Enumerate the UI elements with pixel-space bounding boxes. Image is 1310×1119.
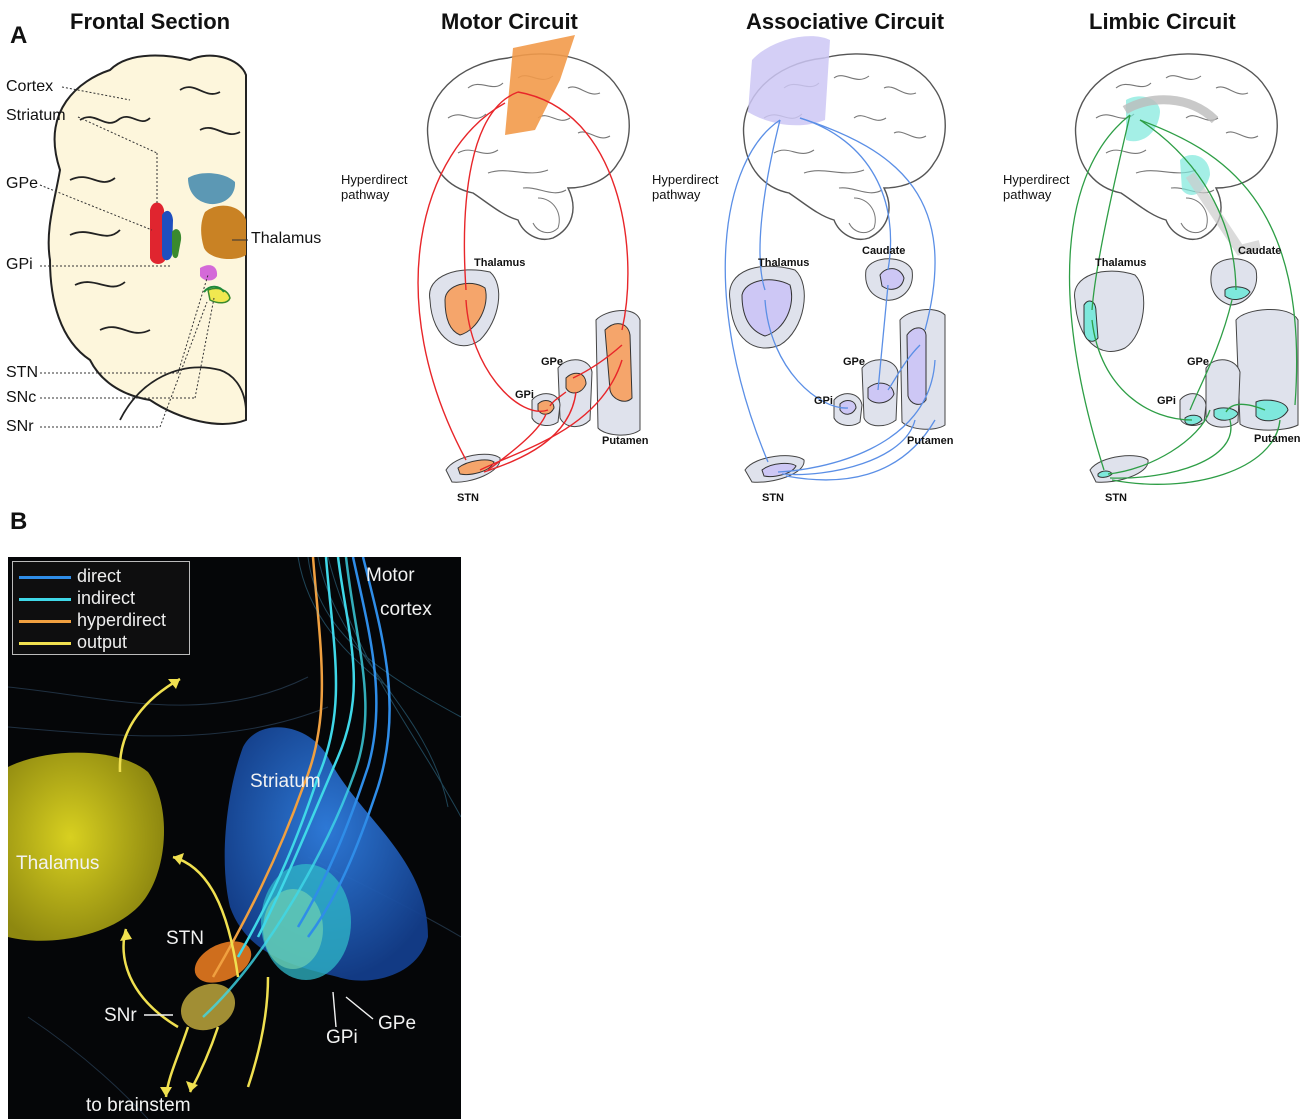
- thalamus-volume: [8, 753, 164, 941]
- associative-gpi-label: GPi: [814, 395, 833, 407]
- legend-item-output: output: [19, 632, 127, 652]
- associative-circuit-title: Associative Circuit: [746, 9, 944, 35]
- label-motor-cortex-line2: cortex: [380, 599, 432, 620]
- limbic-gpe-label: GPe: [1187, 356, 1209, 368]
- motor-thalamus-label: Thalamus: [474, 257, 525, 269]
- legend-item-direct: direct: [19, 566, 121, 586]
- label-to-brainstem: to brainstem: [86, 1095, 191, 1116]
- panel-b-letter: B: [10, 508, 27, 536]
- gpi-shape: [162, 211, 173, 260]
- motor-stn-label: STN: [457, 492, 479, 504]
- label-gpi: GPi: [6, 256, 33, 274]
- associative-hyperdirect-label: Hyperdirect pathway: [652, 172, 718, 202]
- pathway-legend: direct indirect hyperdirect output: [12, 561, 190, 655]
- motor-hyperdirect-label: Hyperdirect pathway: [341, 172, 407, 202]
- legend-item-indirect: indirect: [19, 588, 135, 608]
- legend-label-direct: direct: [77, 566, 121, 586]
- label-snr: SNr: [6, 418, 34, 436]
- limbic-putamen-label: Putamen: [1254, 433, 1300, 445]
- label-stn: STN: [166, 928, 204, 949]
- label-striatum: Striatum: [250, 771, 321, 792]
- associative-caudate-label: Caudate: [862, 245, 905, 257]
- label-thalamus: Thalamus: [16, 853, 99, 874]
- associative-thalamus-label: Thalamus: [758, 257, 809, 269]
- legend-label-hyperdirect: hyperdirect: [77, 610, 166, 630]
- motor-circuit-diagram: [418, 35, 640, 482]
- limbic-circuit-diagram: [1070, 54, 1298, 484]
- limbic-thalamus-label: Thalamus: [1095, 257, 1146, 269]
- stn-shape: [200, 265, 217, 280]
- label-gpi: GPi: [326, 1027, 358, 1048]
- label-striatum: Striatum: [6, 107, 66, 125]
- motor-gpe-label: GPe: [541, 356, 563, 368]
- limbic-stn-label: STN: [1105, 492, 1127, 504]
- legend-swatch-output: [19, 642, 71, 645]
- associative-putamen-label: Putamen: [907, 435, 953, 447]
- tractography-render: Motor cortex Striatum Thalamus STN SNr G…: [8, 557, 461, 1119]
- limbic-hyperdirect-label: Hyperdirect pathway: [1003, 172, 1069, 202]
- legend-swatch-hyperdirect: [19, 620, 71, 623]
- motor-putamen-label: Putamen: [602, 435, 648, 447]
- legend-swatch-indirect: [19, 598, 71, 601]
- motor-circuit-title: Motor Circuit: [441, 9, 578, 35]
- legend-item-hyperdirect: hyperdirect: [19, 610, 166, 630]
- legend-label-output: output: [77, 632, 127, 652]
- thalamus-shape: [201, 206, 246, 259]
- motor-gpi-label: GPi: [515, 389, 534, 401]
- limbic-gpi-label: GPi: [1157, 395, 1176, 407]
- legend-label-indirect: indirect: [77, 588, 135, 608]
- label-stn: STN: [6, 364, 38, 382]
- label-gpe: GPe: [378, 1013, 416, 1034]
- label-snc: SNc: [6, 389, 36, 407]
- label-gpe: GPe: [6, 175, 38, 193]
- label-cortex: Cortex: [6, 78, 53, 96]
- label-thalamus: Thalamus: [251, 230, 321, 248]
- label-snr: SNr: [104, 1005, 137, 1026]
- legend-swatch-direct: [19, 576, 71, 579]
- associative-stn-label: STN: [762, 492, 784, 504]
- limbic-caudate-label: Caudate: [1238, 245, 1281, 257]
- limbic-circuit-title: Limbic Circuit: [1089, 9, 1236, 35]
- label-motor-cortex-line1: Motor: [366, 565, 415, 586]
- associative-gpe-label: GPe: [843, 356, 865, 368]
- frontal-section-diagram: [40, 56, 248, 427]
